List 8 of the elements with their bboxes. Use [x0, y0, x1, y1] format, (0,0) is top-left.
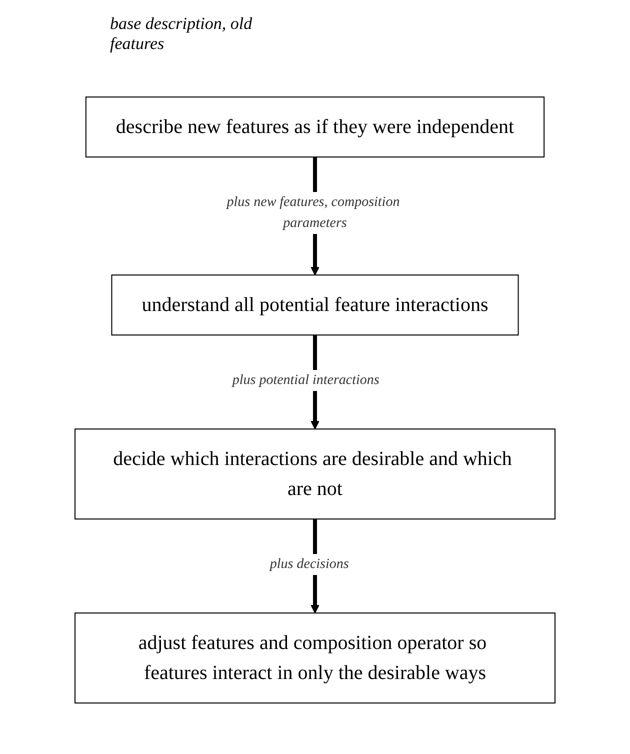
- note-text: base description, old features: [110, 14, 254, 54]
- node-box: understand all potential feature interactions: [111, 274, 519, 336]
- edge-label: plus new features, composition parameters: [226, 195, 400, 231]
- node-box: decide which interactions are desirable and which are not: [74, 428, 556, 520]
- node-box: adjust features and composition operator so features interact in only the desirable ways: [74, 612, 556, 704]
- node-box: describe new features as if they were independent: [85, 96, 545, 158]
- edge-label: plus potential interactions: [232, 373, 380, 388]
- edge-label: plus decisions: [270, 557, 349, 572]
